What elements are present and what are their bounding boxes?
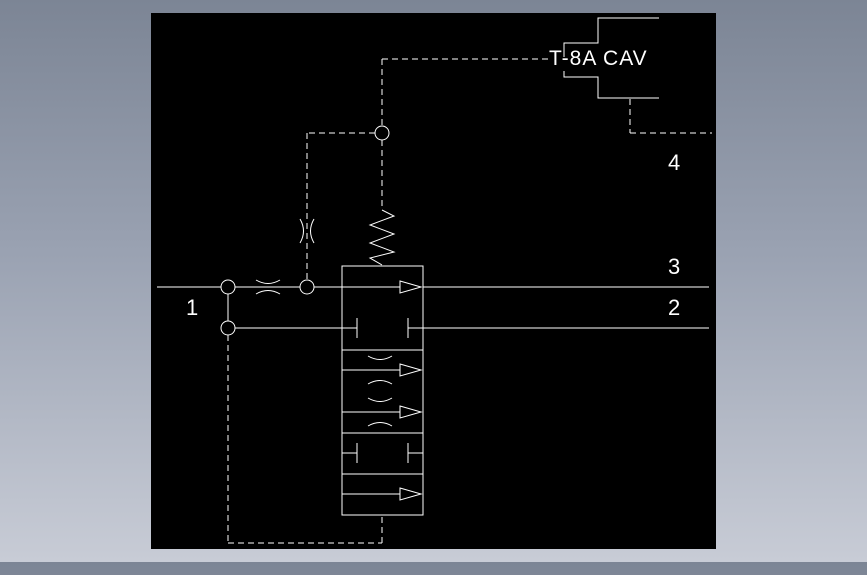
port1-junction-lower bbox=[220, 320, 236, 336]
port1-junction-upper bbox=[220, 279, 236, 295]
valve-section-2 bbox=[342, 355, 423, 427]
pilot-line-top bbox=[306, 58, 548, 280]
pilot-orifice-vertical bbox=[299, 218, 315, 244]
cartridge-cavity-outline bbox=[563, 17, 712, 134]
valve-section-3 bbox=[342, 443, 423, 463]
cartridge-label: T-8A CAV bbox=[549, 47, 648, 70]
drawing-viewport: T-8A CAV bbox=[151, 13, 716, 549]
port-1-label: 1 bbox=[186, 295, 198, 320]
pilot-line-bottom bbox=[227, 335, 383, 544]
port-2-label: 2 bbox=[668, 295, 680, 320]
valve-spring bbox=[368, 209, 396, 266]
valve-body bbox=[341, 265, 424, 516]
hydraulic-schematic: T-8A CAV bbox=[157, 17, 712, 544]
pilot-junction-mid bbox=[299, 279, 315, 295]
pilot-junction-top bbox=[374, 125, 390, 141]
valve-section-4 bbox=[342, 487, 423, 501]
main-flow-lines bbox=[157, 286, 709, 329]
valve-section-1 bbox=[342, 280, 423, 338]
port-4-label: 4 bbox=[668, 150, 680, 175]
port-3-label: 3 bbox=[668, 254, 680, 279]
main-line-orifice bbox=[255, 279, 281, 295]
